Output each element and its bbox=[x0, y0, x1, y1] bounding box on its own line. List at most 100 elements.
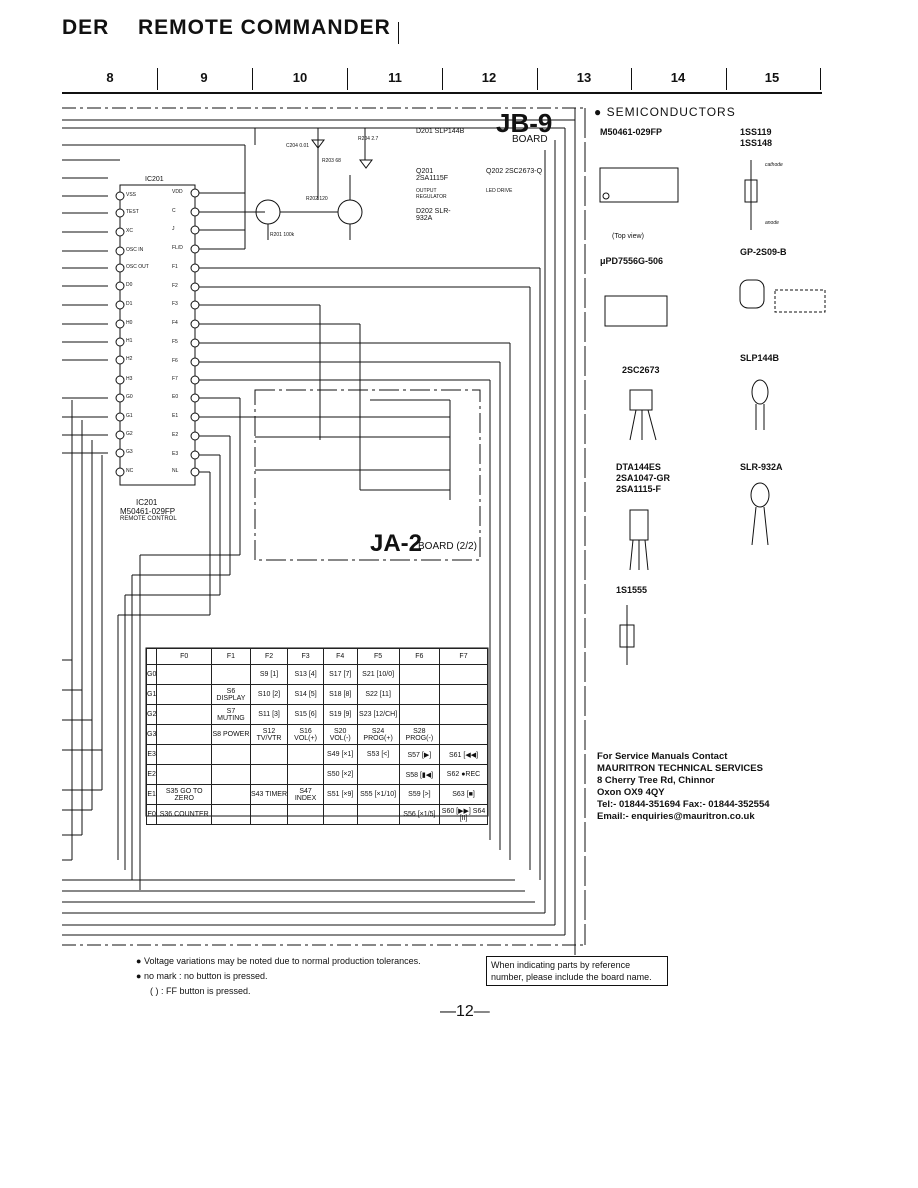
column-label: 13 bbox=[576, 70, 592, 85]
ic-pin-label: G3 bbox=[126, 449, 133, 455]
ic-part: M50461-029FP bbox=[120, 507, 176, 516]
part-gp2s09: GP-2S09-B bbox=[740, 247, 787, 257]
matrix-cell: S55 [×1/10] bbox=[356, 784, 400, 805]
board-sublabel-jb9: BOARD bbox=[512, 134, 548, 145]
matrix-cell: E3 bbox=[145, 744, 158, 765]
matrix-cell: S20 VOL(-) bbox=[322, 724, 358, 745]
column-divider bbox=[820, 68, 821, 90]
ic-pin-label: TEST bbox=[126, 209, 139, 215]
note-item: ● no mark : no button is pressed. bbox=[136, 971, 268, 981]
top-view-label: (Top view) bbox=[612, 233, 644, 240]
column-ruler: 8 9 10 11 12 13 14 15 bbox=[62, 68, 822, 94]
ic-name-top: IC201 bbox=[145, 176, 164, 183]
ic-pin-label: F3 bbox=[172, 301, 178, 307]
contact-line: MAURITRON TECHNICAL SERVICES bbox=[597, 763, 763, 774]
ic-pin-label: VSS bbox=[126, 192, 137, 198]
column-divider bbox=[537, 68, 538, 90]
matrix-cell bbox=[356, 804, 400, 825]
matrix-cell bbox=[156, 724, 213, 745]
column-label: 15 bbox=[764, 70, 780, 85]
contact-line: 8 Cherry Tree Rd, Chinnor bbox=[597, 775, 715, 786]
matrix-cell: E2 bbox=[145, 764, 158, 785]
matrix-cell bbox=[249, 744, 289, 765]
matrix-cell: S15 [6] bbox=[287, 704, 324, 725]
matrix-cell: S9 [1] bbox=[249, 664, 289, 685]
matrix-cell: S11 [3] bbox=[249, 704, 289, 725]
contact-line: For Service Manuals Contact bbox=[597, 751, 728, 762]
matrix-cell: S49 [×1] bbox=[322, 744, 358, 765]
part-slp144b: SLP144B bbox=[740, 353, 780, 363]
ic-pin-label: F7 bbox=[172, 376, 178, 382]
matrix-cell: S24 PROG(+) bbox=[356, 724, 400, 745]
matrix-cell bbox=[398, 664, 441, 685]
column-label: 11 bbox=[388, 70, 402, 85]
matrix-cell: S43 TIMER bbox=[249, 784, 289, 805]
anode-label: anode bbox=[765, 220, 779, 226]
c204-label: C204 0.01 bbox=[286, 143, 310, 149]
column-label: 10 bbox=[292, 70, 308, 85]
ic-pin-label: E2 bbox=[172, 432, 179, 438]
matrix-cell bbox=[211, 664, 251, 685]
cathode-label: cathode bbox=[765, 162, 783, 168]
column-divider bbox=[157, 68, 158, 90]
matrix-cell: S28 PROG(-) bbox=[398, 724, 441, 745]
matrix-cell bbox=[439, 664, 488, 685]
column-label: 8 bbox=[106, 70, 114, 85]
column-divider bbox=[726, 68, 727, 90]
d201-label: D201 SLP144B bbox=[416, 128, 465, 135]
matrix-cell: S17 [7] bbox=[322, 664, 358, 685]
matrix-header-cell: F2 bbox=[249, 648, 289, 665]
ic-pin-label: D0 bbox=[126, 282, 133, 288]
r203-label: R203 68 bbox=[322, 158, 341, 164]
matrix-cell: S7 MUTING bbox=[211, 704, 251, 725]
column-divider bbox=[252, 68, 253, 90]
matrix-header-cell: F6 bbox=[398, 648, 441, 665]
matrix-cell bbox=[211, 744, 251, 765]
ic-pin-label: NC bbox=[126, 468, 134, 474]
ic-pin-label: H0 bbox=[126, 320, 133, 326]
column-label: 9 bbox=[200, 70, 208, 85]
matrix-cell: S6 DISPLAY bbox=[211, 684, 251, 705]
matrix-cell: S61 [◀◀] bbox=[439, 744, 488, 765]
reference-note-box: When indicating parts by reference numbe… bbox=[486, 956, 668, 986]
matrix-cell: S57 [▶] bbox=[398, 744, 441, 765]
matrix-cell bbox=[398, 704, 441, 725]
board-label-jb9: JB-9 bbox=[496, 108, 553, 138]
matrix-cell: S14 [5] bbox=[287, 684, 324, 705]
matrix-cell bbox=[439, 704, 488, 725]
matrix-cell bbox=[439, 724, 488, 745]
matrix-cell bbox=[439, 684, 488, 705]
matrix-cell: S36 COUNTER bbox=[156, 804, 213, 825]
ic-pin-label: VDD bbox=[172, 189, 183, 195]
ic-function: REMOTE CONTROL bbox=[120, 516, 177, 522]
ic-pin-label: OSC IN bbox=[126, 247, 144, 253]
matrix-cell: S10 [2] bbox=[249, 684, 289, 705]
matrix-header-cell bbox=[145, 648, 158, 665]
matrix-header-cell: F7 bbox=[439, 648, 488, 665]
q202-label: Q202 2SC2673-Q bbox=[486, 168, 543, 175]
contact-line: Email:- enquiries@mauritron.co.uk bbox=[597, 811, 755, 822]
semiconductors-title: ● SEMICONDUCTORS bbox=[594, 105, 736, 119]
matrix-cell: S22 [11] bbox=[356, 684, 400, 705]
part-slr932a: SLR-932A bbox=[740, 462, 783, 472]
ic-pin-label: NL bbox=[172, 468, 179, 474]
column-label: 14 bbox=[670, 70, 686, 85]
matrix-cell: S62 ●REC bbox=[439, 764, 488, 785]
column-divider bbox=[631, 68, 632, 90]
ic-pin-label: F5 bbox=[172, 339, 178, 345]
ic-pin-label: FL/D bbox=[172, 245, 183, 251]
matrix-cell bbox=[287, 744, 324, 765]
matrix-cell: S58 [▮◀] bbox=[398, 764, 441, 785]
part-1ss148: 1SS148 bbox=[740, 138, 773, 148]
matrix-cell bbox=[211, 764, 251, 785]
matrix-header-cell: F5 bbox=[356, 648, 400, 665]
matrix-cell bbox=[156, 684, 213, 705]
part-upd7556: μPD7556G-506 bbox=[600, 256, 664, 266]
